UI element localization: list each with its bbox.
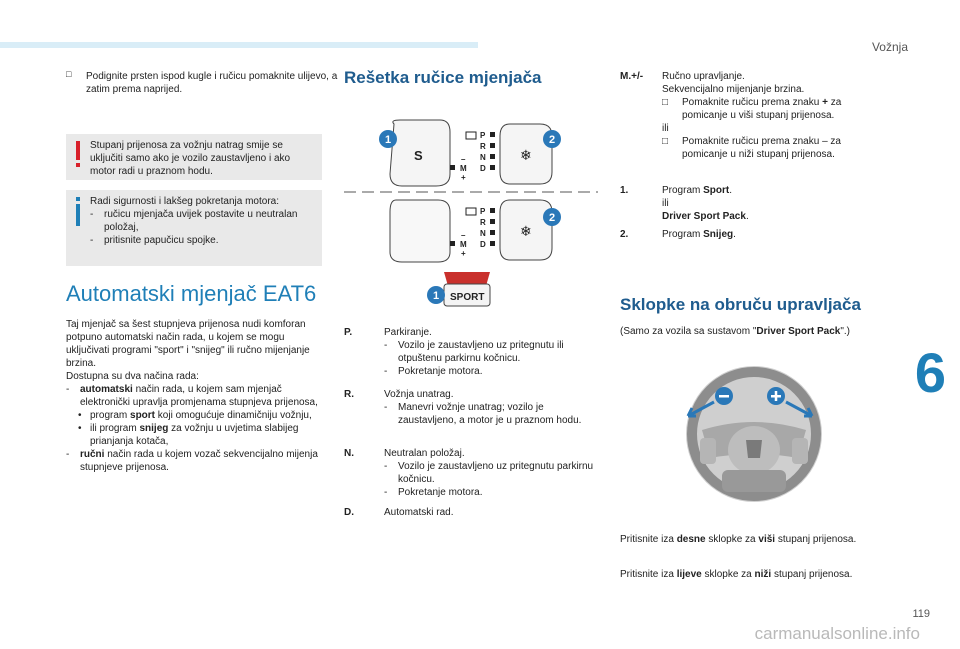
paddle-heading: Sklopke na obruču upravljača [620, 295, 861, 314]
svg-text:1: 1 [433, 290, 439, 302]
gate-R: R [480, 142, 486, 151]
gear-selector-diagram: S ❄ P R N D M + – 1 2 ❄ P R N D M + – [344, 119, 598, 307]
lower-panel: ❄ P R N D M + – [389, 199, 553, 263]
callout-2-lower: 2 [543, 208, 561, 226]
sport-button-label: SPORT [450, 292, 484, 303]
svg-text:+: + [461, 249, 466, 258]
eat6-paragraph: Dostupna su dva načina rada: [66, 371, 199, 382]
warning-text: Stupanj prijenosa za vožnju natrag smije… [90, 140, 291, 177]
gate-M: M [460, 164, 467, 173]
snowflake-icon: ❄ [520, 224, 532, 240]
watermark: carmanualsonline.info [754, 624, 920, 643]
gate-plus: + [461, 173, 466, 182]
snowflake-icon: ❄ [520, 148, 532, 164]
upper-panel: S ❄ P R N D M + – [389, 119, 553, 187]
paddle-right-text: Pritisnite iza desne sklopke za viši stu… [620, 534, 857, 545]
gate-N: N [480, 153, 486, 162]
gate-P: P [480, 131, 486, 140]
svg-text:M: M [460, 240, 467, 249]
info-item: -ručicu mjenjača uvijek postavite u neut… [90, 209, 298, 233]
svg-text:D: D [480, 240, 486, 249]
svg-text:2: 2 [549, 134, 555, 146]
mode-item: -automatski način rada, u kojem sam mjen… [66, 384, 318, 408]
program-item: •ili program snijeg za vožnju u uvjetima… [78, 423, 299, 447]
intro-bullet:  Podignite prsten ispod kugle i ručicu … [66, 70, 344, 96]
info-icon [76, 197, 80, 226]
svg-text:2: 2 [549, 212, 555, 224]
mode-item: -ručni način rada u kojem vozač sekvenci… [66, 449, 318, 473]
plus-paddle-icon [767, 387, 814, 418]
info-intro: Radi sigurnosti i lakšeg pokretanja moto… [90, 196, 279, 207]
svg-text:1: 1 [385, 134, 391, 146]
info-item: -pritisnite papučicu spojke. [90, 235, 219, 246]
page-number: 119 [912, 608, 930, 620]
program-item: •program sport koji omogućuje dinamičnij… [78, 410, 312, 421]
svg-text:R: R [480, 218, 486, 227]
svg-text:N: N [480, 229, 486, 238]
info-box: Radi sigurnosti i lakšeg pokretanja moto… [66, 190, 322, 266]
eat6-body: Taj mjenjač sa šest stupnjeva prijenosa … [66, 318, 324, 474]
sport-button: SPORT [443, 272, 491, 307]
minus-paddle-icon [686, 387, 733, 418]
eat6-heading: Automatski mjenjač EAT6 [66, 281, 317, 306]
gate-minus: – [461, 155, 466, 164]
callout-2-upper: 2 [543, 130, 561, 148]
warning-box: Stupanj prijenosa za vožnju natrag smije… [66, 134, 322, 180]
chapter-number: 6 [914, 341, 946, 404]
warning-icon [76, 141, 80, 167]
svg-text:P: P [480, 207, 486, 216]
callout-1-upper: 1 [379, 130, 397, 148]
brand-logo-icon [746, 440, 762, 458]
section-title: Vožnja [871, 40, 908, 54]
header-bar [0, 42, 478, 48]
svg-text:–: – [461, 231, 466, 240]
callout-1-lower: 1 [427, 286, 445, 304]
steering-wheel-illustration [686, 366, 822, 502]
paddle-left-text: Pritisnite iza lijeve sklopke za niži st… [620, 569, 853, 580]
eat6-paragraph: Taj mjenjač sa šest stupnjeva prijenosa … [66, 319, 310, 369]
paddle-note: (Samo za vozila sa sustavom "Driver Spor… [620, 326, 850, 337]
gear-grid-heading: Rešetka ručice mjenjača [344, 68, 542, 87]
gate-D: D [480, 164, 486, 173]
snow-button-label: S [414, 148, 423, 163]
